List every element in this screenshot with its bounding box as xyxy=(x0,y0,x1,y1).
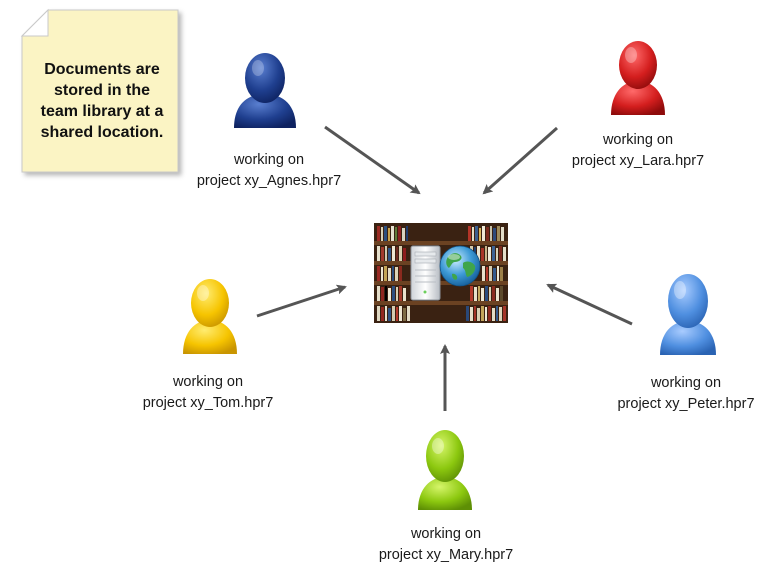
note-line-3: team library at a xyxy=(40,103,164,120)
caption-peter: working on project xy_Peter.hpr7 xyxy=(617,373,754,415)
note-line-1: Documents are xyxy=(44,61,160,78)
caption-agnes-line1: working on xyxy=(233,152,305,168)
caption-mary: working on project xy_Mary.hpr7 xyxy=(379,524,513,566)
arrow-lara xyxy=(482,126,558,195)
library-server-globe-icon xyxy=(374,223,508,323)
user-icon-lara xyxy=(611,41,665,115)
caption-tom-line1: working on xyxy=(172,374,244,390)
caption-lara-line2: project xy_Lara.hpr7 xyxy=(571,153,705,169)
server-icon xyxy=(410,245,441,301)
user-icon-peter xyxy=(660,274,716,355)
arrows xyxy=(256,125,633,411)
sticky-note-text: Documents are stored in the team library… xyxy=(22,10,178,172)
caption-tom: working on project xy_Tom.hpr7 xyxy=(143,372,274,414)
sticky-note xyxy=(20,8,179,173)
caption-peter-line2: project xy_Peter.hpr7 xyxy=(617,396,755,412)
caption-mary-line2: project xy_Mary.hpr7 xyxy=(378,547,514,563)
user-icon-agnes xyxy=(234,53,296,128)
note-line-4: shared location. xyxy=(40,124,164,141)
caption-peter-line1: working on xyxy=(650,375,722,391)
caption-lara: working on project xy_Lara.hpr7 xyxy=(572,130,704,172)
user-icon-tom xyxy=(183,279,237,354)
caption-tom-line2: project xy_Tom.hpr7 xyxy=(142,395,274,411)
arrow-agnes xyxy=(324,125,421,195)
note-line-2: stored in the xyxy=(53,82,150,99)
arrow-tom xyxy=(256,284,347,318)
arrow-peter xyxy=(546,283,633,326)
caption-agnes-line2: project xy_Agnes.hpr7 xyxy=(196,173,342,189)
caption-lara-line1: working on xyxy=(602,132,674,148)
globe-icon xyxy=(439,245,481,287)
caption-mary-line1: working on xyxy=(410,526,482,542)
caption-agnes: working on project xy_Agnes.hpr7 xyxy=(197,150,341,192)
user-icon-mary xyxy=(418,430,472,510)
